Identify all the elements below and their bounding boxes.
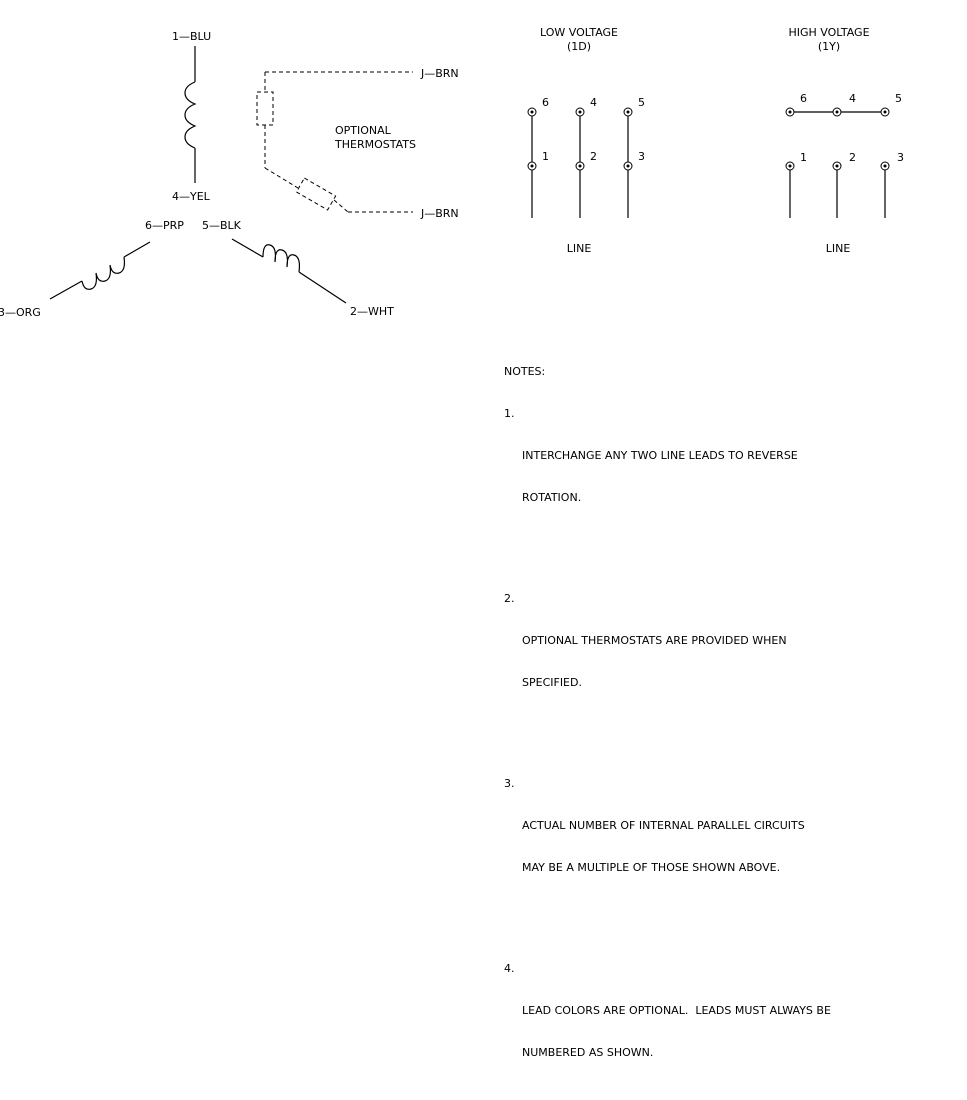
winding-coil-6-3 bbox=[49, 241, 151, 300]
lead-2-label: 2—WHT bbox=[350, 305, 394, 318]
lv-terminal-4: 4 bbox=[575, 96, 597, 117]
notes-heading: NOTES: bbox=[504, 365, 546, 378]
svg-text:1: 1 bbox=[800, 151, 807, 164]
lead-3-label: 3—ORG bbox=[0, 306, 41, 319]
note-line: ACTUAL NUMBER OF INTERNAL PARALLEL CIRCU… bbox=[522, 819, 805, 832]
hv-terminal-3: 3 bbox=[880, 151, 904, 171]
thermostat-lead-bottom: J—BRN bbox=[420, 207, 459, 220]
svg-text:3: 3 bbox=[897, 151, 904, 164]
lead-5-label: 5—BLK bbox=[202, 219, 242, 232]
svg-text:2: 2 bbox=[590, 150, 597, 163]
thermostat-circuit: J—BRN J—BRN OPTIONAL THERMOSTATS bbox=[256, 67, 459, 220]
thermostat-label-line2: THERMOSTATS bbox=[334, 138, 416, 151]
svg-text:1: 1 bbox=[542, 150, 549, 163]
lv-terminal-3: 3 bbox=[623, 150, 645, 171]
note-line: INTERCHANGE ANY TWO LINE LEADS TO REVERS… bbox=[522, 449, 798, 462]
low-voltage-line-label: LINE bbox=[567, 242, 592, 255]
note-line: LEAD COLORS ARE OPTIONAL. LEADS MUST ALW… bbox=[522, 1004, 831, 1017]
svg-text:4: 4 bbox=[849, 92, 856, 105]
hv-terminal-5: 5 bbox=[880, 92, 902, 117]
thermostat-lead-top: J—BRN bbox=[420, 67, 459, 80]
low-voltage-title: LOW VOLTAGE bbox=[540, 26, 618, 39]
note-item-1: 1. INTERCHANGE ANY TWO LINE LEADS TO REV… bbox=[504, 407, 831, 533]
hv-terminal-4: 4 bbox=[832, 92, 856, 117]
hv-terminal-2: 2 bbox=[832, 151, 856, 171]
lv-terminal-6: 6 bbox=[527, 96, 549, 117]
note-number: 1. bbox=[504, 407, 515, 420]
wiring-diagram: 1—BLU 4—YEL 6—PRP 5—BLK 3—ORG 2—WHT bbox=[0, 26, 904, 319]
note-line: NUMBERED AS SHOWN. bbox=[522, 1046, 654, 1059]
thermostat-2 bbox=[295, 177, 337, 211]
svg-text:2: 2 bbox=[849, 151, 856, 164]
high-voltage-connection: HIGH VOLTAGE (1Y) 6 4 5 1 2 bbox=[785, 26, 904, 255]
lead-1-label: 1—BLU bbox=[172, 30, 211, 43]
high-voltage-title: HIGH VOLTAGE bbox=[788, 26, 869, 39]
winding-coil-5-2 bbox=[231, 238, 347, 304]
note-line: SPECIFIED. bbox=[522, 676, 582, 689]
notes-block: NOTES: 1. INTERCHANGE ANY TWO LINE LEADS… bbox=[504, 337, 831, 1100]
note-number: 4. bbox=[504, 962, 515, 975]
lv-terminal-1: 1 bbox=[527, 150, 549, 171]
low-voltage-connection: LOW VOLTAGE (1D) 6 4 5 1 2 bbox=[527, 26, 645, 255]
svg-text:4: 4 bbox=[590, 96, 597, 109]
note-line: OPTIONAL THERMOSTATS ARE PROVIDED WHEN bbox=[522, 634, 787, 647]
high-voltage-line-label: LINE bbox=[826, 242, 851, 255]
lead-6-label: 6—PRP bbox=[145, 219, 184, 232]
note-item-3: 3. ACTUAL NUMBER OF INTERNAL PARALLEL CI… bbox=[504, 777, 831, 903]
hv-terminal-6: 6 bbox=[785, 92, 807, 117]
note-line: MAY BE A MULTIPLE OF THOSE SHOWN ABOVE. bbox=[522, 861, 781, 874]
note-line: ROTATION. bbox=[522, 491, 582, 504]
note-item-2: 2. OPTIONAL THERMOSTATS ARE PROVIDED WHE… bbox=[504, 592, 831, 718]
note-number: 3. bbox=[504, 777, 515, 790]
thermostat-label-line1: OPTIONAL bbox=[335, 124, 392, 137]
svg-text:3: 3 bbox=[638, 150, 645, 163]
thermostat-1 bbox=[256, 91, 274, 126]
note-item-4: 4. LEAD COLORS ARE OPTIONAL. LEADS MUST … bbox=[504, 962, 831, 1088]
lead-4-label: 4—YEL bbox=[172, 190, 211, 203]
low-voltage-subtitle: (1D) bbox=[567, 40, 591, 53]
hv-terminal-1: 1 bbox=[785, 151, 807, 171]
high-voltage-subtitle: (1Y) bbox=[818, 40, 840, 53]
lv-terminal-5: 5 bbox=[623, 96, 645, 117]
lv-terminal-2: 2 bbox=[575, 150, 597, 171]
svg-text:5: 5 bbox=[895, 92, 902, 105]
svg-text:6: 6 bbox=[542, 96, 549, 109]
svg-text:6: 6 bbox=[800, 92, 807, 105]
note-number: 2. bbox=[504, 592, 515, 605]
winding-coil-1-4 bbox=[184, 46, 197, 183]
motor-winding: 1—BLU 4—YEL 6—PRP 5—BLK 3—ORG 2—WHT bbox=[0, 30, 394, 319]
svg-text:5: 5 bbox=[638, 96, 645, 109]
